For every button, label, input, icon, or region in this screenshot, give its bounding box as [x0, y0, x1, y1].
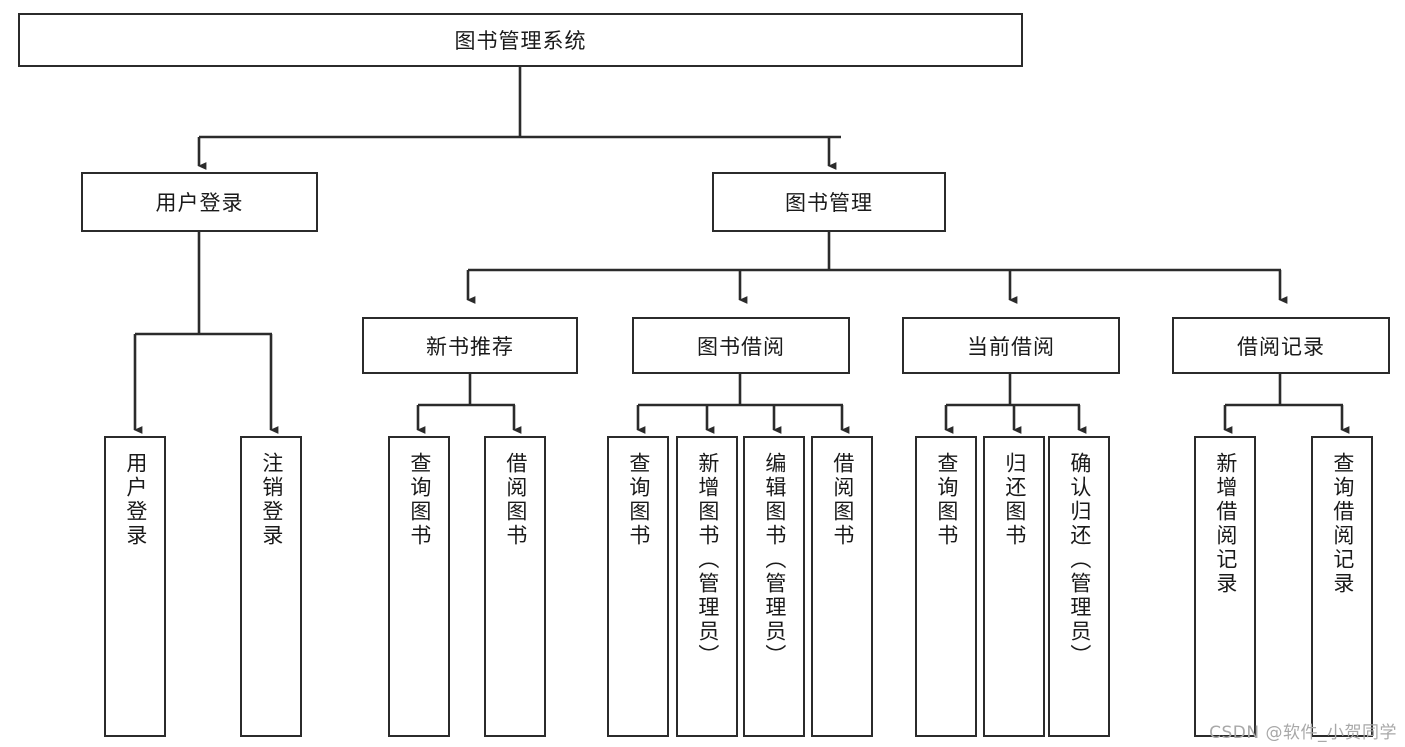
leaf-borrow-edit-book[interactable]: 编辑图书（管理员）: [743, 436, 805, 737]
node-label: 当前借阅: [967, 334, 1055, 359]
leaf-label: 借阅图书: [830, 452, 855, 548]
leaf-label: 查询图书: [626, 452, 651, 548]
leaf-user-login-logout[interactable]: 注销登录: [240, 436, 302, 737]
leaf-label: 新增借阅记录: [1213, 452, 1238, 596]
leaf-label: 查询借阅记录: [1330, 452, 1355, 596]
leaf-record-add[interactable]: 新增借阅记录: [1194, 436, 1256, 737]
leaf-current-query-book[interactable]: 查询图书: [915, 436, 977, 737]
leaf-borrow-borrow-book[interactable]: 借阅图书: [811, 436, 873, 737]
node-current-borrow[interactable]: 当前借阅: [902, 317, 1120, 374]
leaf-user-login-login[interactable]: 用户登录: [104, 436, 166, 737]
leaf-borrow-query-book[interactable]: 查询图书: [607, 436, 669, 737]
leaf-current-return-book[interactable]: 归还图书: [983, 436, 1045, 737]
node-label: 新书推荐: [426, 334, 514, 359]
leaf-label: 借阅图书: [503, 452, 528, 548]
node-label: 图书管理: [785, 191, 873, 215]
leaf-label: 归还图书: [1002, 452, 1027, 548]
leaf-label: 新增图书（管理员）: [695, 452, 720, 668]
leaf-new-book-query[interactable]: 查询图书: [388, 436, 450, 737]
node-book-borrow[interactable]: 图书借阅: [632, 317, 850, 374]
leaf-borrow-add-book[interactable]: 新增图书（管理员）: [676, 436, 738, 737]
leaf-label: 查询图书: [407, 452, 432, 548]
watermark: CSDN @软件_小贺同学: [1209, 723, 1397, 743]
leaf-new-book-borrow[interactable]: 借阅图书: [484, 436, 546, 737]
node-label: 图书借阅: [697, 334, 785, 359]
leaf-label: 注销登录: [259, 452, 284, 548]
leaf-current-confirm-return[interactable]: 确认归还（管理员）: [1048, 436, 1110, 737]
node-root-system[interactable]: 图书管理系统: [18, 13, 1023, 67]
node-label: 用户登录: [155, 191, 244, 215]
leaf-record-query[interactable]: 查询借阅记录: [1311, 436, 1373, 737]
node-label: 借阅记录: [1237, 334, 1325, 359]
leaf-label: 查询图书: [934, 452, 959, 548]
node-borrow-record[interactable]: 借阅记录: [1172, 317, 1390, 374]
leaf-label: 确认归还（管理员）: [1067, 452, 1092, 668]
node-label: 图书管理系统: [454, 29, 587, 53]
node-new-book-recommend[interactable]: 新书推荐: [362, 317, 578, 374]
leaf-label: 编辑图书（管理员）: [762, 452, 787, 668]
leaf-label: 用户登录: [123, 452, 148, 548]
node-user-login[interactable]: 用户登录: [81, 172, 318, 232]
node-book-management[interactable]: 图书管理: [712, 172, 946, 232]
